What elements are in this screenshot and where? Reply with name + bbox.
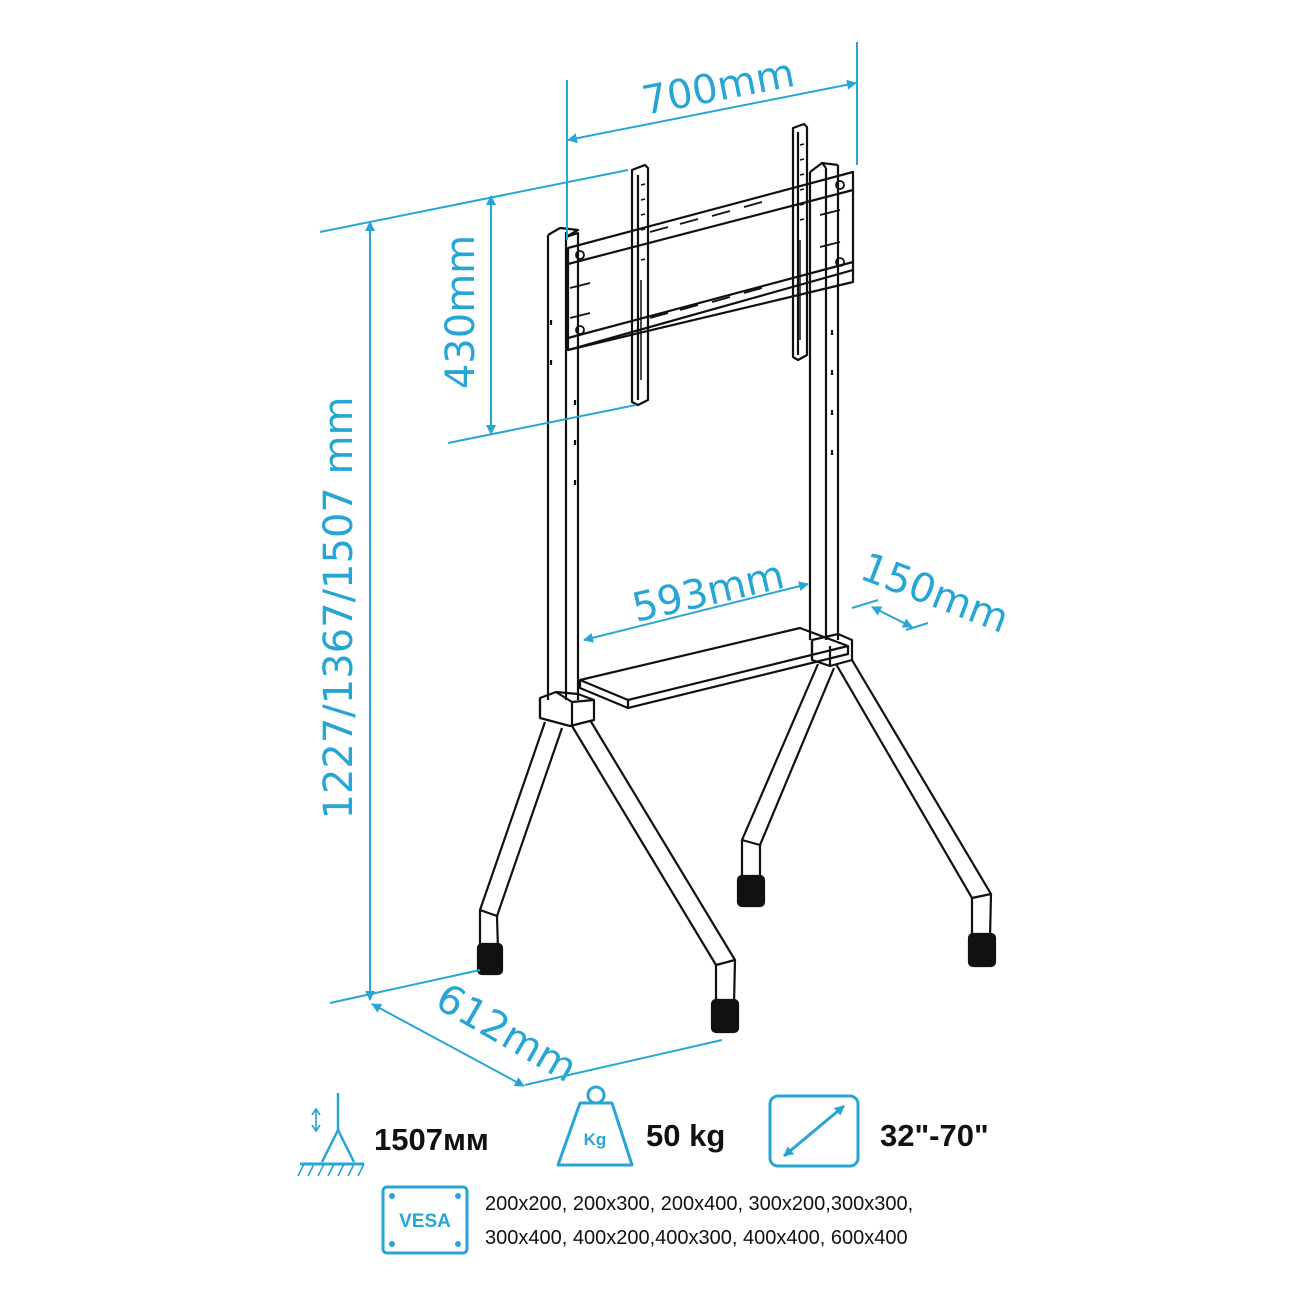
casters: [476, 874, 997, 1034]
base-joints: [538, 632, 854, 728]
right-vesa-bracket: [791, 122, 809, 362]
load-value: 50 kg: [646, 1118, 725, 1153]
dim-612-label: 612mm: [428, 975, 585, 1092]
weight-icon-label: Kg: [584, 1130, 607, 1149]
dimension-lines: [319, 42, 929, 1087]
stand-drawing: [476, 122, 997, 1034]
vesa-icon-label: VESA: [399, 1211, 451, 1232]
max-height-value: 1507мм: [374, 1122, 489, 1157]
dim-150-line: [871, 606, 913, 628]
dim-700-line: [567, 79, 857, 144]
weight-icon: Kg: [556, 1085, 634, 1167]
diagonal-size-icon: [768, 1094, 860, 1168]
dim-430-label: 430mm: [438, 235, 484, 389]
dim-150-label: 150mm: [854, 544, 1015, 642]
vesa-patterns-line2: 300x400, 400x200,400x300, 400x400, 600x4…: [485, 1227, 908, 1249]
mount-plate: [566, 170, 855, 352]
dim-593-label: 593mm: [628, 552, 789, 632]
dim-700-label: 700mm: [638, 50, 798, 125]
right-post: [808, 161, 840, 640]
height-icon: [297, 1093, 365, 1177]
left-post: [546, 226, 580, 700]
vesa-patterns-line1: 200x200, 200x300, 200x400, 300x200,300x3…: [485, 1193, 913, 1215]
left-vesa-bracket: [630, 163, 650, 407]
dim-612-line: [371, 1003, 525, 1087]
legs: [478, 659, 993, 1006]
shelf: [578, 626, 850, 710]
screen-size-value: 32"-70": [880, 1118, 989, 1153]
vesa-icon: VESA: [381, 1185, 469, 1255]
dim-593-line: [583, 581, 809, 643]
dim-height-label: 1227/1367/1507 mm: [316, 397, 362, 820]
